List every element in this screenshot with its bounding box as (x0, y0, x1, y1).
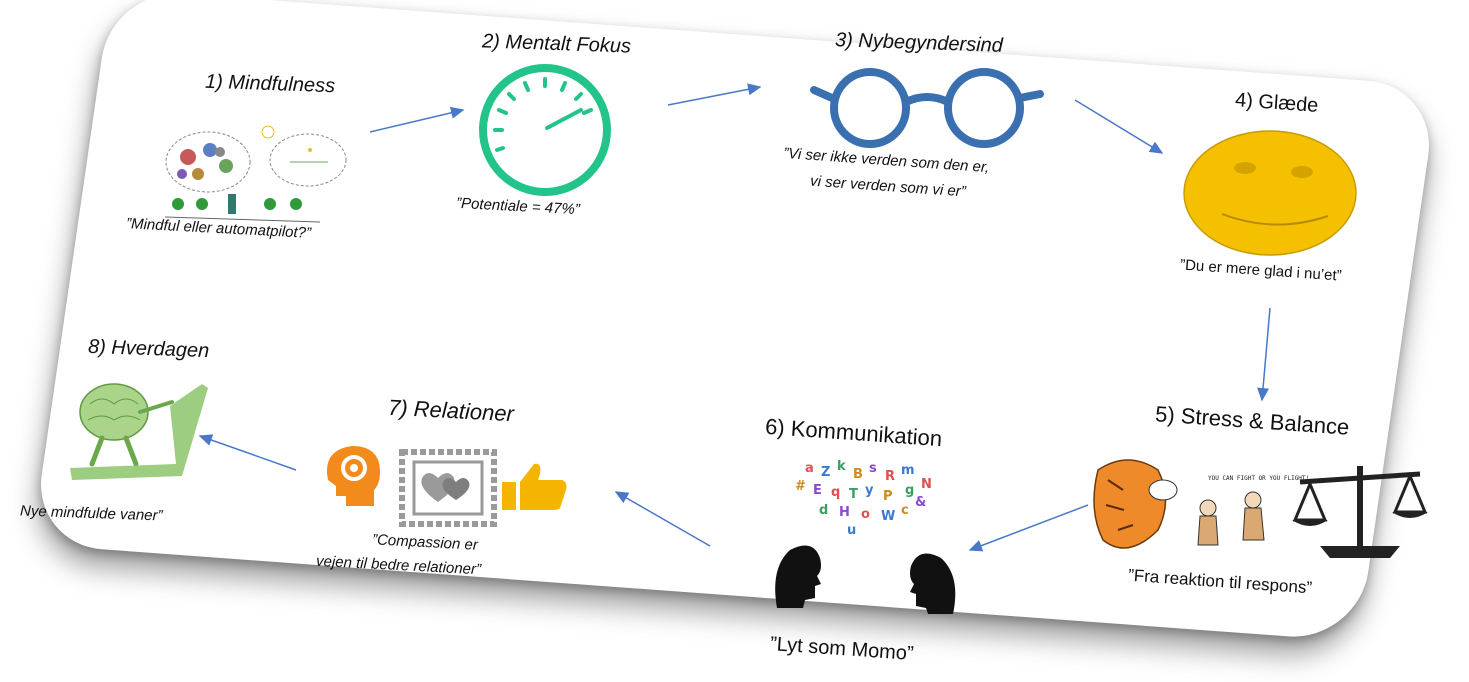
step-1-title: 1) Mindfulness (204, 70, 336, 98)
step-8-title: 8) Hverdagen (87, 335, 210, 363)
head-gear-icon (327, 446, 380, 506)
gauge-icon (479, 64, 611, 196)
heart-stamp-icon (399, 449, 497, 527)
thumbs-up-icon (502, 463, 567, 510)
svg-text:N: N (921, 477, 932, 492)
svg-text:k: k (837, 459, 846, 474)
svg-text:s: s (869, 461, 877, 476)
smiley-icon (1183, 130, 1357, 256)
svg-text:d: d (819, 503, 828, 518)
svg-text:W: W (881, 509, 895, 524)
svg-text:&: & (915, 495, 926, 510)
svg-text:E: E (813, 483, 822, 498)
svg-text:P: P (883, 489, 893, 504)
svg-text:#: # (795, 479, 806, 494)
arrow-7-to-8 (198, 434, 297, 471)
svg-text:c: c (901, 503, 909, 518)
svg-text:a: a (805, 461, 814, 476)
svg-text:R: R (885, 469, 895, 484)
arrow-3-to-4 (1074, 99, 1164, 154)
arrow-5-to-6 (968, 504, 1089, 552)
svg-text:y: y (865, 483, 874, 498)
arrow-6-to-7 (614, 491, 711, 547)
tiger-icon: YOU CAN FIGHT OR YOU FLIGHT! (1093, 459, 1309, 549)
glasses-icon (810, 68, 1044, 148)
svg-text:Z: Z (821, 465, 830, 480)
svg-text:m: m (901, 463, 915, 478)
svg-text:u: u (847, 523, 856, 538)
comic-speech-text: YOU CAN FIGHT OR YOU FLIGHT! (1208, 475, 1309, 482)
arrow-2-to-3 (667, 83, 762, 106)
svg-text:q: q (831, 485, 840, 500)
arrow-4-to-5 (1257, 307, 1271, 402)
arrow-1-to-2 (369, 106, 465, 133)
scales-icon (1292, 466, 1428, 558)
thought-cloud-icon (164, 125, 347, 223)
svg-text:H: H (839, 505, 850, 520)
svg-text:B: B (853, 467, 863, 482)
svg-text:g: g (905, 483, 914, 498)
svg-text:T: T (849, 487, 858, 502)
svg-text:o: o (861, 507, 870, 522)
brain-treadmill-icon (70, 383, 208, 480)
